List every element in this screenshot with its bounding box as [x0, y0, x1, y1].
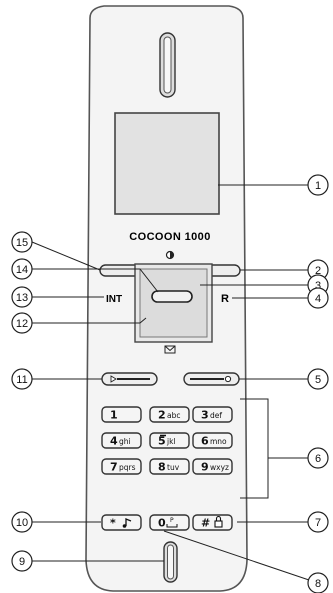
key-letters: pqrs [119, 463, 136, 472]
int-label: INT [106, 294, 122, 305]
callout-number: 10 [16, 517, 28, 529]
key-star[interactable]: * [101, 514, 142, 531]
key-letters: def [210, 411, 222, 420]
key-digit: # [201, 517, 210, 530]
leader-lines [31, 184, 310, 581]
key-digit: * [110, 517, 116, 530]
key-letters: mno [210, 437, 227, 446]
key-digit: 1 [110, 409, 118, 422]
navigation-pad[interactable] [134, 263, 213, 343]
callout-8: 8 [307, 572, 329, 593]
callout-number: 12 [16, 318, 28, 330]
callout-2: 2 [307, 259, 329, 281]
callout-number: 7 [315, 517, 321, 529]
callout-1: 1 [307, 174, 329, 196]
space-icon: P [166, 517, 178, 528]
callout-number: 8 [315, 578, 321, 590]
key-1[interactable]: 1 [101, 406, 142, 423]
callout-6: 6 [307, 447, 329, 469]
contrast-icon [165, 250, 175, 260]
r-label: R [221, 293, 229, 305]
callout-number: 14 [16, 264, 28, 276]
key-letters: jkl [166, 437, 176, 446]
callout-15: 15 [11, 231, 33, 253]
end-power-key[interactable] [183, 372, 240, 386]
key-digit: 9 [201, 461, 209, 474]
key-hash[interactable]: # [192, 514, 233, 531]
callout-number: 6 [315, 453, 321, 465]
callout-4: 4 [307, 287, 329, 309]
callout-7: 7 [307, 511, 329, 533]
key-letters: abc [167, 411, 180, 420]
center-ok-key[interactable] [151, 290, 193, 303]
callout-number: 4 [315, 293, 321, 305]
callout-number: 1 [315, 180, 321, 192]
talk-key[interactable] [101, 372, 158, 386]
key-digit: 3 [201, 409, 209, 422]
callout-11: 11 [11, 368, 33, 390]
callout-9: 9 [11, 550, 33, 572]
callout-13: 13 [11, 286, 33, 308]
music-note-icon [122, 518, 132, 528]
callout-10: 10 [11, 511, 33, 533]
envelope-icon [164, 345, 176, 354]
microphone-slot [163, 541, 178, 583]
key-digit: 0 [158, 517, 166, 530]
key-digit: 7 [110, 461, 118, 474]
key-digit: 8 [158, 461, 166, 474]
callout-number: 2 [315, 265, 321, 277]
callout-5: 5 [307, 368, 329, 390]
key-letters: ghi [119, 437, 131, 446]
svg-text:P: P [170, 517, 174, 524]
brand-label: COCOON 1000 [129, 231, 210, 243]
callout-number: 13 [16, 292, 28, 304]
lock-icon [214, 515, 223, 528]
key-letters: tuv [167, 463, 180, 472]
earpiece-slot [159, 32, 176, 98]
callout-number: 15 [16, 237, 28, 249]
key-letters: wxyz [210, 463, 229, 472]
key-digit: 4 [110, 435, 118, 448]
key-digit: 5 [158, 435, 166, 448]
callout-12: 12 [11, 312, 33, 334]
display-screen [114, 112, 220, 215]
callout-number: 11 [16, 374, 27, 386]
key-digit: 2 [158, 409, 166, 422]
callout-14: 14 [11, 258, 33, 280]
key-digit: 6 [201, 435, 209, 448]
callout-number: 9 [19, 556, 25, 568]
callout-number: 3 [315, 280, 321, 292]
callout-number: 5 [315, 374, 321, 386]
